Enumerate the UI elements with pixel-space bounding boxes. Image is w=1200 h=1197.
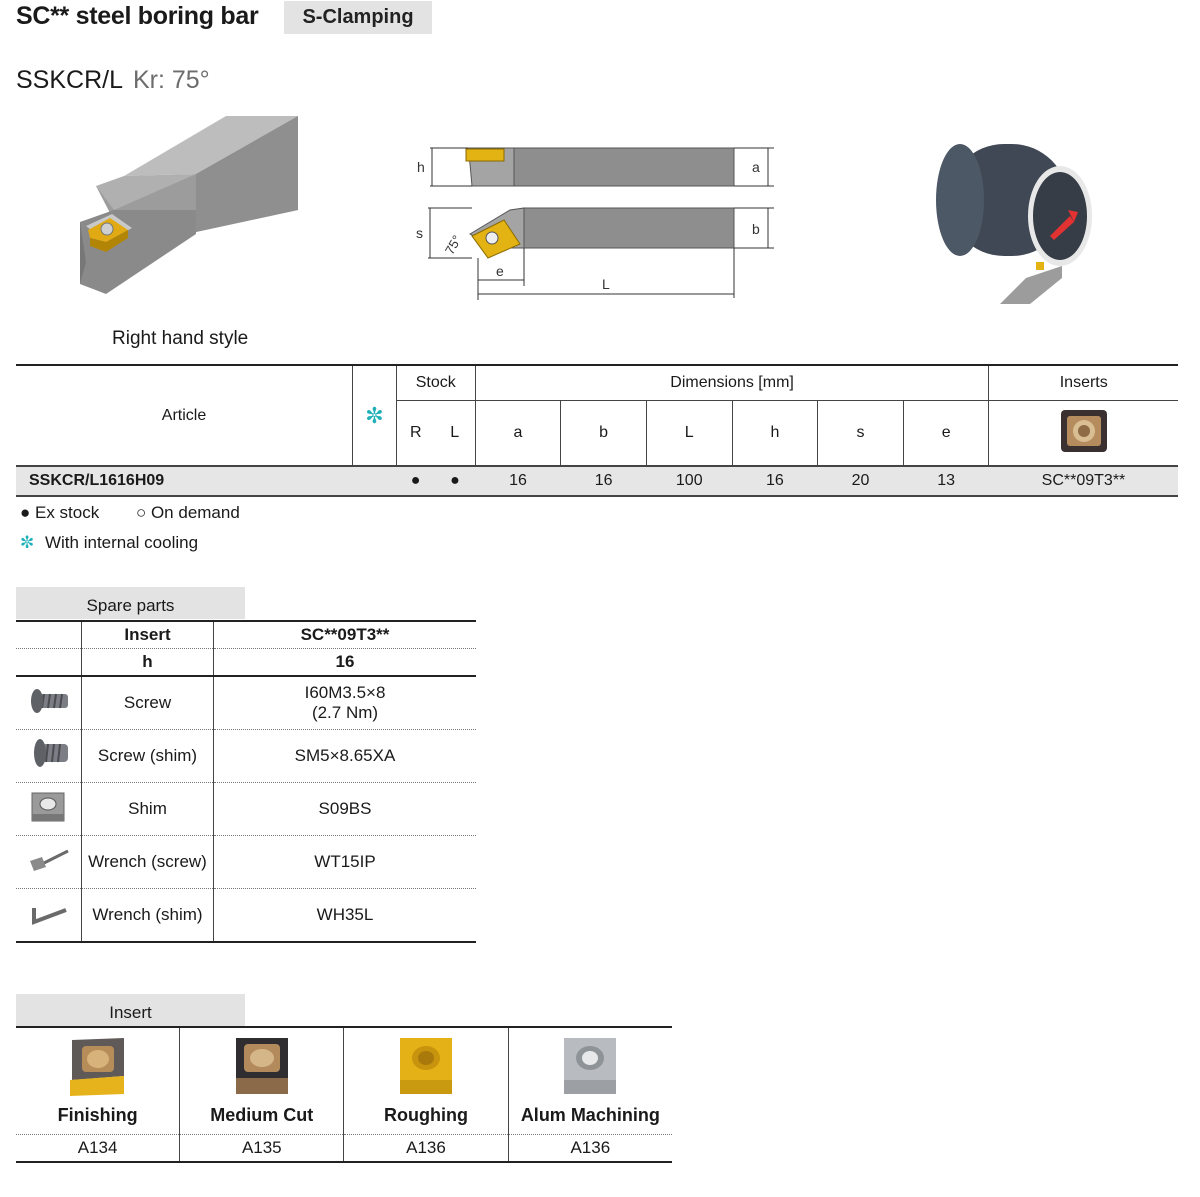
boring-operation-image <box>936 144 1092 304</box>
part-value-line2: (2.7 Nm) <box>311 703 379 722</box>
dim-col-b: b <box>560 400 647 466</box>
roughing-insert-icon <box>400 1038 452 1094</box>
insert-code-medium-cut: A135 <box>179 1134 344 1163</box>
figure-caption: Right hand style <box>112 328 249 349</box>
dim-col-h: h <box>731 400 818 466</box>
stock-col-l: L <box>450 424 460 441</box>
insert-grades-table: Finishing Medium Cut Roughing <box>16 1026 672 1163</box>
spare-h-label: h <box>81 648 214 677</box>
spare-h-value: 16 <box>213 648 476 677</box>
spare-row-screw-shim: Screw (shim) SM5×8.65XA <box>16 729 476 783</box>
part-name: Screw <box>81 676 214 730</box>
spare-row-shim: Shim S09BS <box>16 782 476 836</box>
dim-b-value: 16 <box>560 465 647 497</box>
dim-label-a: a <box>752 159 760 175</box>
insert-name: Medium Cut <box>210 1105 314 1125</box>
insert-name: Finishing <box>57 1105 138 1125</box>
insert-icon <box>1060 409 1107 452</box>
dim-col-s: s <box>817 400 904 466</box>
insert-card-alum-machining: Alum Machining <box>507 1026 672 1135</box>
cooling-icon: ✼ <box>365 402 384 428</box>
dim-label-h: h <box>417 159 425 175</box>
insert-card-medium-cut: Medium Cut <box>179 1026 344 1135</box>
insert-thumbnail <box>988 400 1178 466</box>
part-value: SM5×8.65XA <box>213 729 476 783</box>
dim-label-L: L <box>602 276 610 292</box>
spare-parts-table: Insert SC**09T3** h 16 Screw I60M3.5×8(2… <box>16 620 476 943</box>
approach-angle: Kr: 75° <box>132 66 210 94</box>
dimension-drawing: h a s 75° b e L <box>416 147 774 300</box>
dim-a-value: 16 <box>475 465 561 497</box>
dim-e-value: 13 <box>903 465 989 497</box>
finishing-insert-icon <box>69 1038 124 1096</box>
part-value: WH35L <box>213 888 476 943</box>
cooling-legend: ✼ With internal cooling <box>20 533 198 553</box>
dim-label-e: e <box>496 263 504 279</box>
cooling-legend-text: With internal cooling <box>44 533 199 552</box>
wrench-icon <box>29 849 69 871</box>
shim-screw-icon <box>33 738 68 767</box>
dim-col-L: L <box>645 400 733 466</box>
medium-cut-insert-icon <box>235 1038 288 1094</box>
dim-h-value: 16 <box>732 465 818 497</box>
screw-icon <box>30 688 68 713</box>
dim-col-a: a <box>474 400 561 466</box>
model-code: SSKCR/L <box>16 66 123 94</box>
clamping-tag: S-Clamping <box>284 1 432 34</box>
cooling-legend-icon: ✼ <box>20 533 35 552</box>
spare-insert-label: Insert <box>81 620 214 649</box>
cooling-cell <box>352 465 397 497</box>
part-value: S09BS <box>213 782 476 836</box>
stock-header: Stock <box>395 364 476 401</box>
insert-name: Alum Machining <box>520 1105 660 1125</box>
dim-s-value: 20 <box>817 465 904 497</box>
insert-code: SC**09T3** <box>988 465 1178 497</box>
spare-row-wrench-screw: Wrench (screw) WT15IP <box>16 835 476 889</box>
spare-row-wrench-shim: Wrench (shim) WH35L <box>16 888 476 943</box>
boring-bar-image <box>80 116 298 294</box>
article-table: Article ✼ Stock Dimensions [mm] Inserts … <box>16 364 1178 497</box>
insert-code-alum-machining: A136 <box>507 1134 672 1163</box>
article-code: SSKCR/L1616H09 <box>16 465 353 497</box>
shim-icon <box>31 792 64 821</box>
cooling-header: ✼ <box>352 364 397 466</box>
dim-L-value: 100 <box>646 465 733 497</box>
dim-label-angle: 75° <box>442 233 465 258</box>
insert-section-label: Insert <box>16 994 245 1026</box>
insert-card-finishing: Finishing <box>16 1026 180 1135</box>
inserts-header: Inserts <box>988 364 1178 401</box>
spare-row-screw: Screw I60M3.5×8(2.7 Nm) <box>16 676 476 730</box>
dimensions-header: Dimensions [mm] <box>474 364 989 401</box>
part-value: WT15IP <box>213 835 476 889</box>
part-name: Screw (shim) <box>81 729 214 783</box>
spare-parts-label: Spare parts <box>16 587 245 619</box>
on-demand-legend: ○ On demand <box>135 503 240 522</box>
page-title: SC** steel boring bar <box>16 2 259 30</box>
insert-code-finishing: A134 <box>16 1134 180 1163</box>
part-name: Shim <box>81 782 214 836</box>
model-heading: SSKCR/L Kr: 75° <box>16 66 210 95</box>
dim-label-b: b <box>752 221 760 237</box>
article-header: Article <box>16 364 353 466</box>
dim-col-e: e <box>902 400 989 466</box>
stock-col-r: R <box>395 400 435 466</box>
stock-l-value: ● <box>434 465 476 497</box>
dim-label-s: s <box>416 225 423 241</box>
part-value-line1: I60M3.5×8 <box>304 683 386 702</box>
stock-legend: ● Ex stock ○ On demand <box>20 503 240 523</box>
part-value: I60M3.5×8(2.7 Nm) <box>213 676 476 730</box>
hex-key-icon <box>31 907 67 925</box>
insert-name: Roughing <box>384 1105 468 1125</box>
part-name: Wrench (screw) <box>81 835 214 889</box>
stock-r-value: ● <box>396 465 435 497</box>
insert-card-roughing: Roughing <box>343 1026 509 1135</box>
alum-machining-insert-icon <box>564 1038 617 1094</box>
spare-insert-value: SC**09T3** <box>213 620 476 649</box>
ex-stock-legend: ● Ex stock <box>20 503 100 522</box>
insert-code-roughing: A136 <box>343 1134 509 1163</box>
part-name: Wrench (shim) <box>81 888 214 943</box>
